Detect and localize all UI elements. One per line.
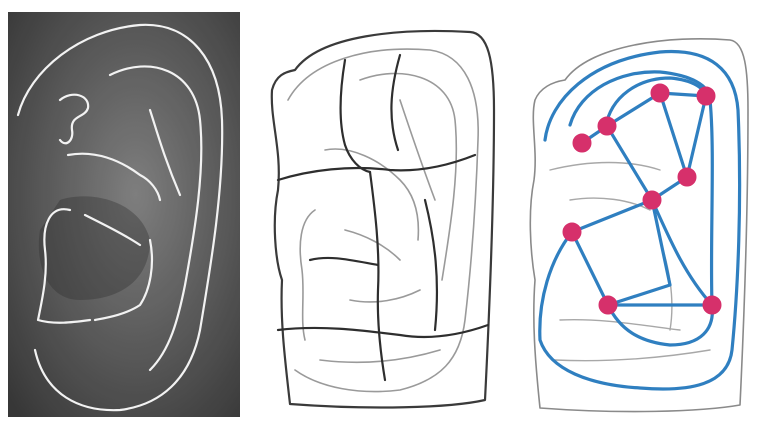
landmark-node xyxy=(598,117,616,135)
central-divider xyxy=(370,172,385,380)
landmark-node xyxy=(573,134,591,152)
landmark-node xyxy=(563,223,581,241)
landmark-graph-panel xyxy=(510,0,766,423)
region-segmentation-panel xyxy=(250,0,510,423)
crus-divider xyxy=(340,60,370,172)
lobule-edge xyxy=(608,305,712,345)
fossa-divider xyxy=(391,55,400,150)
lower-cycle-edges xyxy=(572,200,670,305)
edge-detection-panel xyxy=(0,0,250,423)
concha-divider xyxy=(310,258,378,265)
landmark-graph-image xyxy=(510,0,766,423)
outer-boundary xyxy=(272,31,494,407)
region-segmentation-image xyxy=(250,0,510,423)
landmark-nodes xyxy=(563,84,721,314)
landmark-node xyxy=(599,296,617,314)
ear-contours xyxy=(288,49,478,391)
antihelix-divider xyxy=(425,200,437,330)
region-boundaries xyxy=(278,55,488,380)
landmark-node xyxy=(697,87,715,105)
upper-region-divider xyxy=(278,155,475,180)
landmark-node xyxy=(651,84,669,102)
edge-detection-image xyxy=(0,0,250,423)
diagonal-edge xyxy=(660,93,687,177)
landmark-node xyxy=(643,191,661,209)
lower-region-divider xyxy=(278,325,488,337)
landmark-node xyxy=(703,296,721,314)
landmark-node xyxy=(678,168,696,186)
